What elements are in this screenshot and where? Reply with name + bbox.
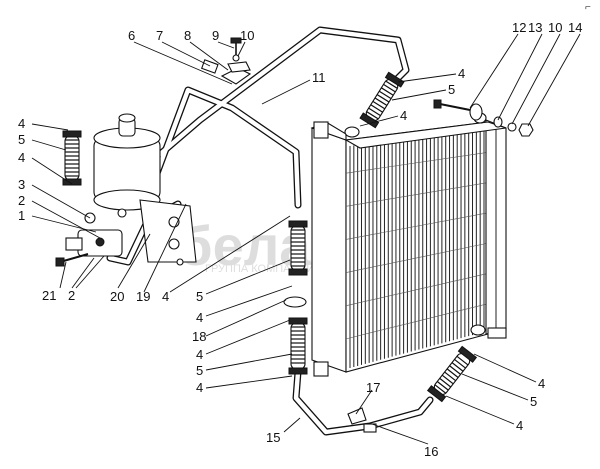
hose-rib [368,107,381,117]
hose-clamp [288,317,308,325]
callout-4-left-a: 4 [18,116,25,131]
callout-5-left: 5 [18,132,25,147]
oil-cooler-radiator [310,112,507,377]
radiator-fin-row [345,151,489,174]
hose [288,317,308,375]
hose-rib [385,80,398,89]
callout-4-upper-hose-b: 4 [400,108,407,123]
callout-12: 12 [512,20,526,35]
callout-2-left: 2 [18,193,25,208]
callout-14: 14 [568,20,582,35]
callout-13: 13 [528,20,542,35]
callout-7: 7 [156,28,163,43]
callout-5-upper-hose: 5 [448,82,455,97]
callout-5-mid-a: 5 [196,289,203,304]
pipe-15-core [293,369,433,435]
callout-10-right: 10 [548,20,562,35]
callout-5-lower: 5 [530,394,537,409]
hose-rib [456,355,469,366]
callout-4-mid-c: 4 [196,347,203,362]
radiator-fin-row [345,303,489,340]
hose [288,220,308,276]
hose-clamp [384,71,405,88]
hose [359,71,405,129]
callout-4-left-b: 4 [18,150,25,165]
hose [426,345,478,403]
watermark-subtitle: ГРУППА КОМПАНИЙ [205,262,314,275]
hose-clamp [62,130,82,138]
callout-17: 17 [366,380,380,395]
hose-rib [454,358,466,369]
hose-clamp [457,345,478,363]
radiator-fin-row [345,273,489,307]
radiator-fin-row [345,182,489,207]
hose [62,130,82,186]
callout-9: 9 [212,28,219,43]
callout-4-lower-b: 4 [516,418,523,433]
callout-3: 3 [18,177,25,192]
hose-clamp [288,367,308,375]
hose-clamp [359,112,380,129]
hose-rib [370,104,383,113]
hose-body [433,353,471,395]
callout-1: 1 [18,208,25,223]
hose-body [290,322,306,370]
callout-18: 18 [192,329,206,344]
pipe-19-core [147,87,301,208]
callout-10-top: 10 [240,28,254,43]
callout-20: 20 [110,289,124,304]
callout-11: 11 [312,70,326,85]
hose-rib [441,374,454,385]
callout-8: 8 [184,28,191,43]
hose-rib [378,90,392,100]
hose-rib [451,362,464,372]
callout-4-mid-a: 4 [162,289,169,304]
hose-body [290,225,306,271]
leader-lines [31,33,581,445]
hose-rib [381,87,394,96]
hose-rib [439,377,452,388]
hose-clamp [62,178,82,186]
radiator-fin-row [345,242,489,273]
callout-2-bottom: 2 [68,288,75,303]
corner-mark: ⌐ [585,2,591,13]
callout-5-mid-b: 5 [196,363,203,378]
hose-rib [376,94,390,103]
hose-clamp [426,385,447,403]
hose-rib [372,100,386,110]
callout-4-mid-b: 4 [196,310,203,325]
callout-21: 21 [42,288,56,303]
callout-4-upper-hose-a: 4 [458,66,465,81]
radiator-fins [345,124,489,368]
callout-15: 15 [266,430,280,445]
oil-filter [55,113,197,267]
hose-rib [383,83,396,93]
hose-rib [449,365,461,375]
hose-rib [436,381,449,391]
hose-rib [366,111,379,120]
callout-4-lower-a: 4 [538,376,545,391]
hose-rib [374,97,388,106]
hoses [62,71,478,403]
hose-rib [444,371,457,382]
hose-rib [446,368,459,378]
radiator-fin-row [345,212,489,240]
hose-rib [434,384,447,394]
callout-labels: 6 7 8 9 10 11 12 13 10 14 4 5 4 4 5 4 3 … [18,20,582,459]
callout-4-mid-d: 4 [196,380,203,395]
hose-clamp [288,268,308,276]
hose-body [64,135,80,181]
callout-19: 19 [136,289,150,304]
fasteners [201,37,534,433]
callout-16: 16 [424,444,438,459]
hose-clamp [288,220,308,228]
callout-6: 6 [128,28,135,43]
